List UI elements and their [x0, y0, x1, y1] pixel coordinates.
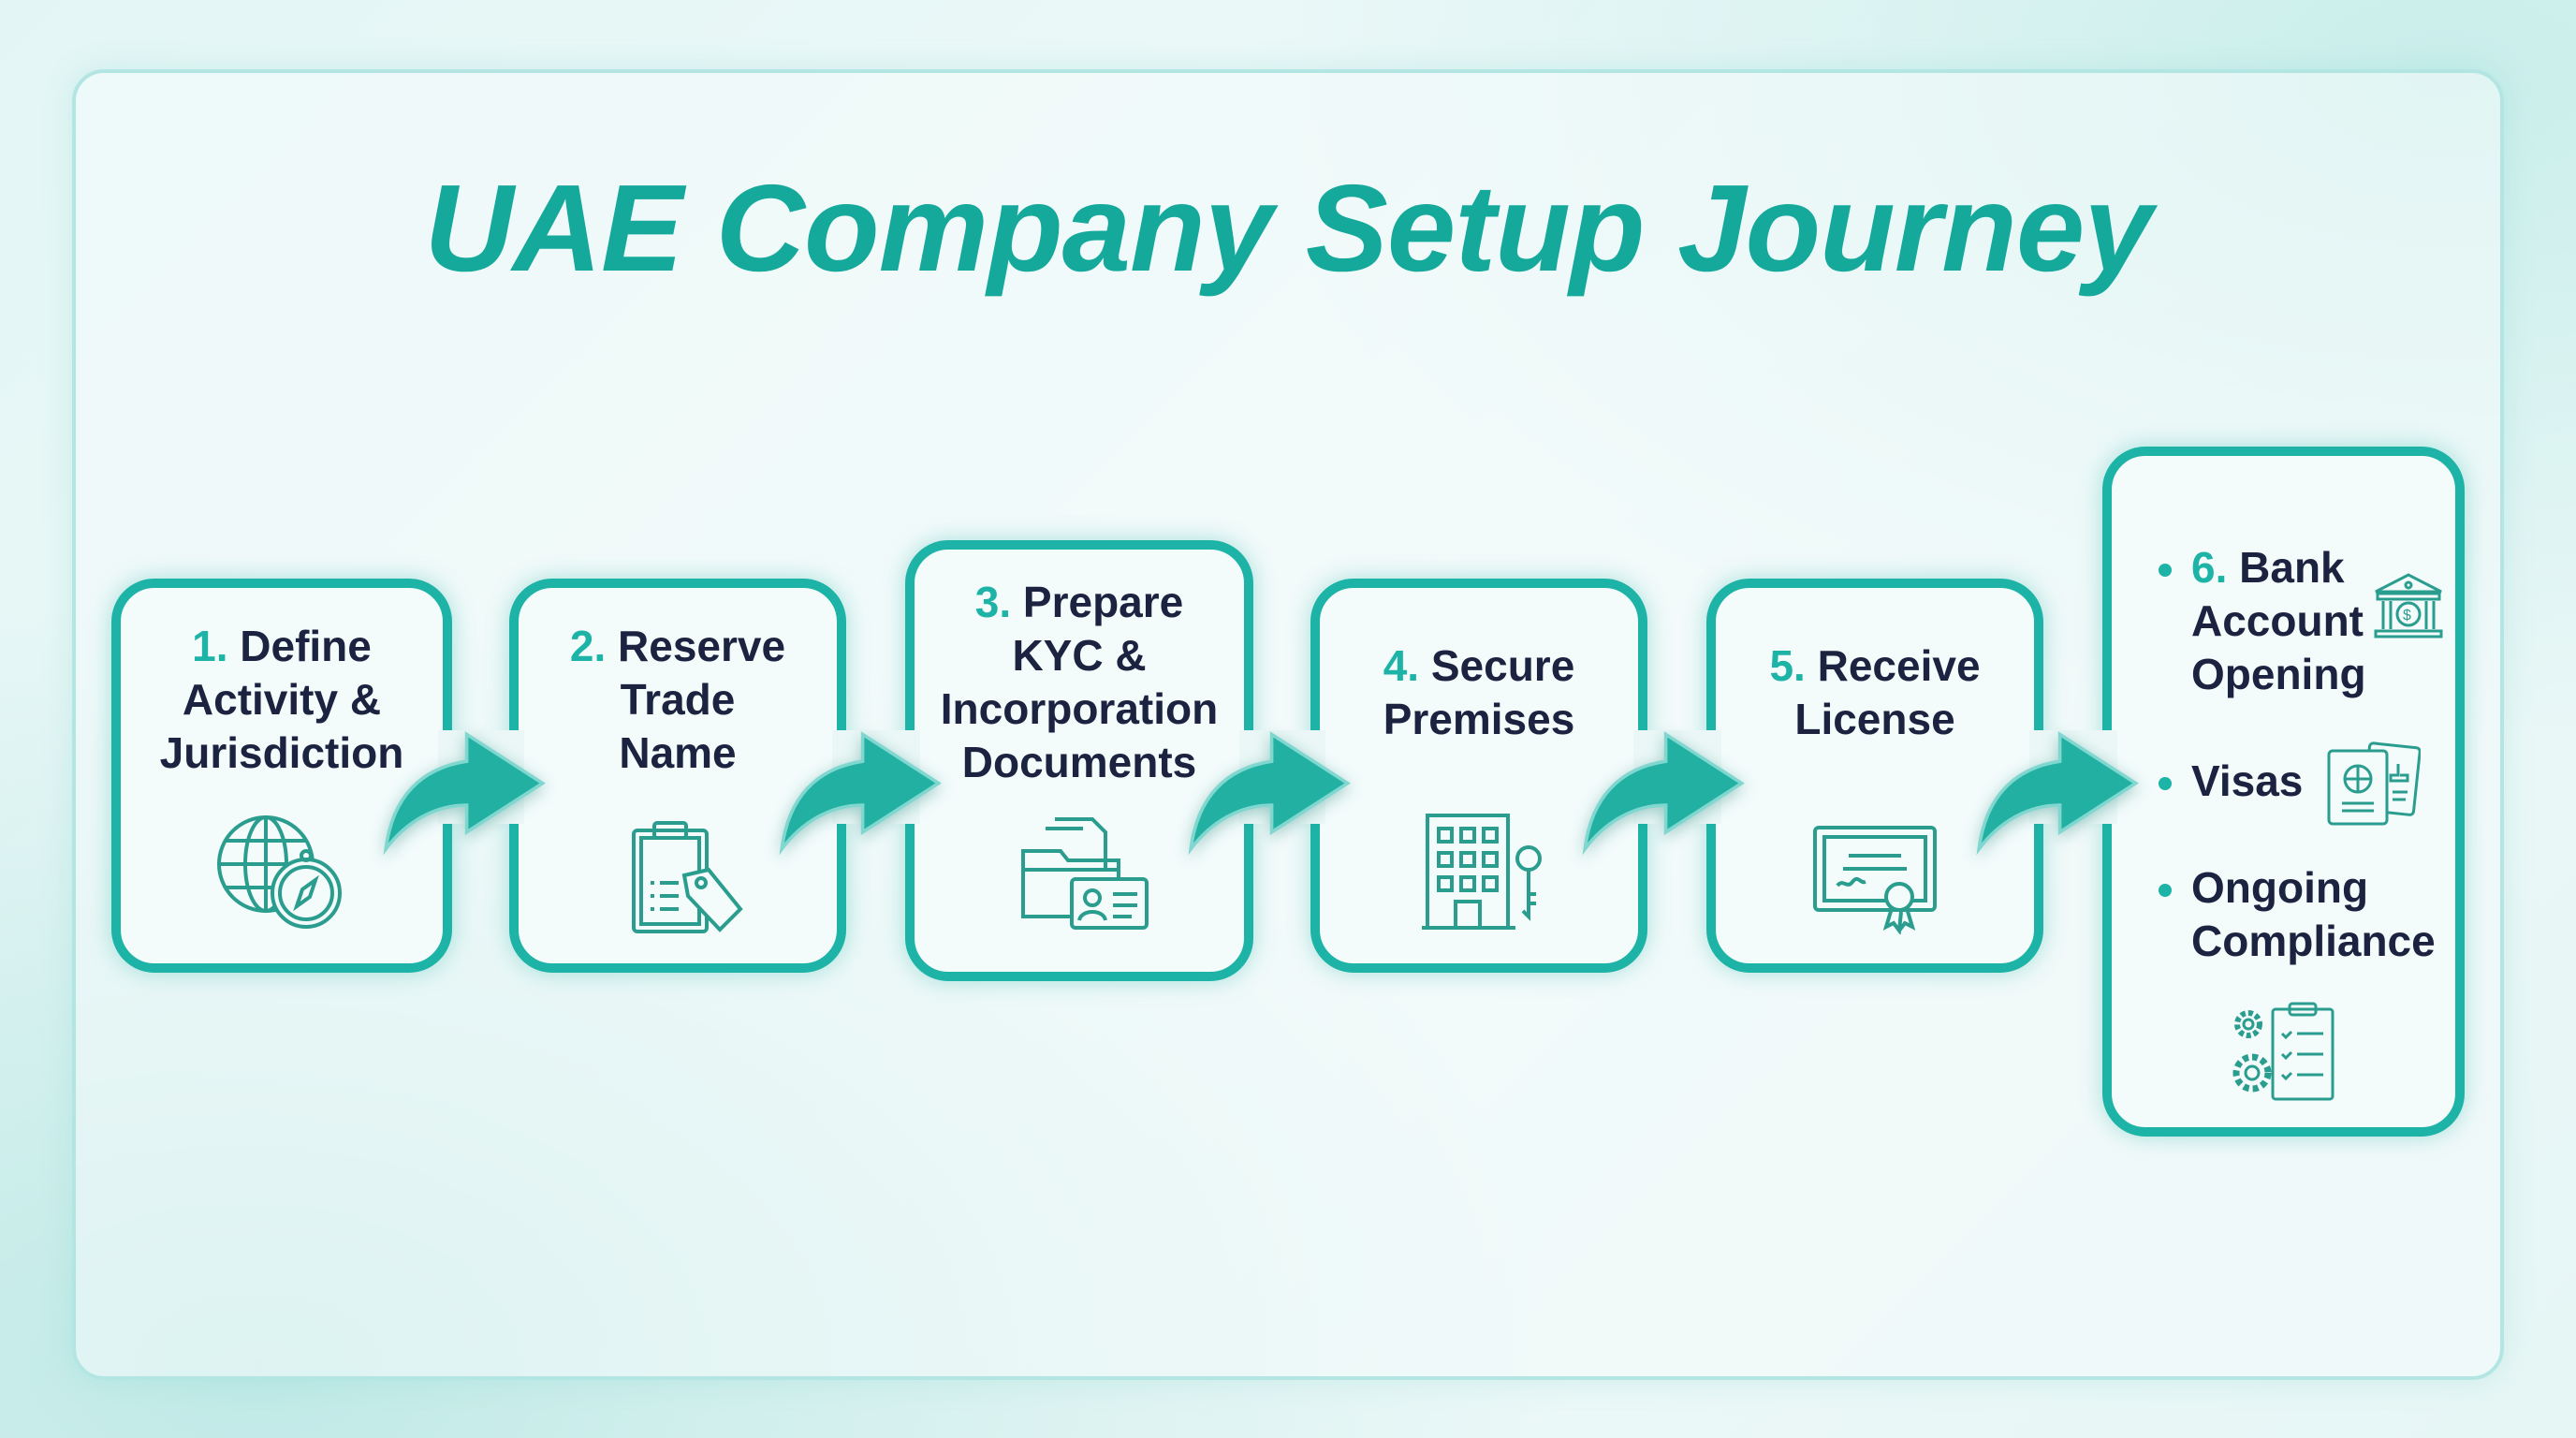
step-text: Reserve	[618, 622, 786, 670]
step-text: License	[1794, 695, 1955, 743]
step-text: Name	[619, 728, 737, 777]
compliance-label: Ongoing Compliance	[2191, 861, 2436, 968]
page-title: UAE Company Setup Journey	[424, 159, 2152, 297]
step-3-card: 3. Prepare KYC & Incorporation Documents	[905, 540, 1253, 981]
step-text: Prepare	[1022, 578, 1184, 626]
step-text: Premises	[1383, 695, 1575, 743]
clipboard-tag-icon	[632, 821, 743, 933]
step-text: Trade	[620, 675, 736, 724]
step-2-card: 2. Reserve Trade Name	[509, 579, 846, 973]
visas-label: Visas	[2191, 756, 2304, 805]
step-text: Incorporation	[940, 684, 1219, 733]
certificate-icon	[1813, 826, 1937, 934]
step-1-label: 1. Define Activity & Jurisdiction	[121, 620, 443, 780]
bank-account-label: 6. Bank Account Opening	[2191, 541, 2366, 701]
step-text: Opening	[2191, 650, 2366, 698]
step-text: Compliance	[2191, 917, 2436, 965]
step-4-label: 4. Secure Premises	[1320, 639, 1638, 746]
building-key-icon	[1422, 814, 1542, 930]
arrow-right-icon	[1582, 731, 1745, 856]
bank-icon: $	[2374, 573, 2443, 638]
passport-visa-icon	[2327, 741, 2421, 826]
arrow-right-icon	[779, 731, 942, 856]
step-number: 2.	[569, 622, 607, 670]
step-text: Jurisdiction	[159, 728, 404, 777]
step-number: 3.	[974, 578, 1012, 626]
content-panel	[72, 69, 2504, 1380]
step-text: Activity &	[182, 675, 382, 724]
step-text: Secure	[1430, 641, 1575, 690]
step-3-label: 3. Prepare KYC & Incorporation Documents	[915, 576, 1244, 789]
arrow-right-icon	[1188, 731, 1351, 856]
step-5-card: 5. Receive License	[1706, 579, 2043, 973]
step-text: Define	[240, 622, 372, 670]
step-text: Bank	[2239, 543, 2345, 592]
step-number: 1.	[192, 622, 228, 670]
step-2-label: 2. Reserve Trade Name	[519, 620, 837, 780]
step-text: Receive	[1817, 641, 1981, 690]
step-number: 6.	[2191, 543, 2228, 592]
svg-text:$: $	[2403, 608, 2411, 624]
gears-checklist-icon	[2232, 1002, 2334, 1101]
arrow-right-icon	[383, 731, 546, 856]
step-number: 4.	[1383, 641, 1420, 690]
bullet-dot	[2159, 777, 2172, 790]
step-number: 5.	[1769, 641, 1806, 690]
folder-id-card-icon	[1021, 817, 1149, 930]
step-text: KYC &	[1012, 631, 1147, 680]
bullet-dot	[2159, 564, 2172, 577]
arrow-right-icon	[1976, 731, 2139, 856]
step-5-label: 5. Receive License	[1716, 639, 2034, 746]
step-text: Ongoing	[2191, 863, 2369, 912]
step-text: Documents	[961, 738, 1197, 786]
globe-compass-icon	[217, 815, 342, 929]
bullet-dot	[2159, 884, 2172, 897]
step-text: Account	[2191, 596, 2364, 645]
step-1-card: 1. Define Activity & Jurisdiction	[111, 579, 452, 973]
